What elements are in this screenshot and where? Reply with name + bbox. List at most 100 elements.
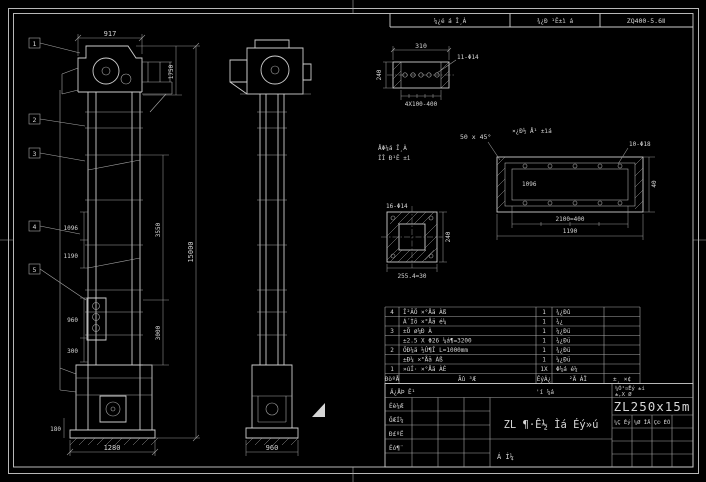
takeup-frame bbox=[99, 395, 127, 423]
head-shaft-side bbox=[270, 65, 280, 75]
bom-mat: ¾¿Ðü bbox=[556, 347, 571, 354]
bom-no: 2 bbox=[390, 347, 394, 354]
model-number: ZL250x15m bbox=[614, 399, 691, 414]
detail-b: ÅΦ¼á Î¸À ÍÎ Ð¹Ê ±ì ¤¿Ð½ Å¹ ±ìá 50 x 45° … bbox=[378, 128, 658, 240]
discharge-chute bbox=[61, 67, 79, 95]
ground-hatch-side bbox=[245, 437, 299, 446]
bom-qty: 1 bbox=[542, 338, 546, 345]
tb-mid-note: 'í ¼á bbox=[536, 389, 554, 396]
callout-5: 5 bbox=[33, 266, 37, 274]
takeup-pulley bbox=[105, 401, 121, 417]
casing-walls-side bbox=[259, 94, 285, 365]
tb-sig-draw: ÖÆÍ¼ bbox=[389, 416, 404, 424]
head-shaft bbox=[101, 66, 111, 76]
header-cell-1: ¼¿é á Î¸À bbox=[434, 18, 467, 25]
dim-300: 300 bbox=[67, 348, 78, 355]
tb-sig-design: Éè¼Æ bbox=[389, 402, 404, 410]
header-strip: ¼¿é á Î¸À ¾¿Ð ¹Ê±ì á ZQ400-5.6Ⅱ bbox=[389, 13, 693, 28]
dim-240-a: 240 bbox=[376, 69, 383, 80]
dim-255: 255.4=30 bbox=[398, 273, 427, 280]
casing-break-lines bbox=[87, 159, 141, 269]
bom-qty: 1 bbox=[542, 357, 546, 364]
dim-2100-400: 2100=400 bbox=[556, 216, 585, 223]
callout-2: 2 bbox=[33, 116, 37, 124]
bom-desc: Î²ÂÖ ×°Åä Àß bbox=[403, 309, 447, 316]
dim-3550: 3550 bbox=[155, 222, 162, 237]
bom-qty: 1 bbox=[542, 309, 546, 316]
bom-qty: 1 bbox=[542, 319, 546, 326]
dim-40-b: 40 bbox=[651, 180, 658, 188]
bom-header-name: Ãû ³Æ bbox=[458, 376, 476, 383]
tb-sig-approve: Éó¶¨ bbox=[389, 444, 403, 452]
callout-1: 1 bbox=[33, 40, 37, 48]
tb-bottom-label: Á Í¼ bbox=[497, 452, 514, 461]
bom-qty: 1 bbox=[542, 347, 546, 354]
bom-desc: ±Õ ø¼Ð À bbox=[403, 328, 432, 335]
casing-flanges-side bbox=[257, 111, 287, 336]
front-view-dimensions: 917 1750 3550 3000 15000 1096 1190 960 3… bbox=[50, 30, 200, 456]
dim-960: 960 bbox=[67, 317, 78, 324]
bom-header-rem: ±¸ ×¢ bbox=[613, 376, 631, 383]
dim-917: 917 bbox=[104, 30, 117, 38]
front-view bbox=[59, 45, 173, 446]
takeup-shaft bbox=[110, 406, 116, 412]
boot-section bbox=[75, 364, 153, 431]
base-plate bbox=[69, 429, 156, 439]
tb-right-row: ¼Ç Êý ¼Ø ÎÄ Ç© ÈÕ bbox=[614, 418, 670, 426]
ground-hatch bbox=[69, 437, 159, 446]
header-drawing-no: ZQ400-5.6Ⅱ bbox=[627, 17, 665, 25]
dim-1190: 1190 bbox=[64, 253, 79, 260]
bom-desc: ±2.5 X Φ26 ¼á¶=3200 bbox=[403, 338, 472, 345]
bom-desc: ÖÐ¼ä ½Ú¶Î L=1000mm bbox=[403, 347, 468, 354]
plate-1096: 1096 bbox=[522, 181, 537, 188]
dim-310: 310 bbox=[415, 42, 427, 50]
bom-mat: ¼¿Ðü bbox=[556, 328, 571, 335]
bom-desc: »úÍ· ×°Åä ÀÉ bbox=[403, 365, 447, 373]
bucket-chain-link bbox=[92, 324, 100, 332]
dim-1280: 1280 bbox=[104, 444, 121, 452]
dim-4x100: 4X100-400 bbox=[405, 101, 438, 108]
header-cell-2: ¾¿Ð ¹Ê±ì á bbox=[537, 17, 574, 25]
bom-no: 1 bbox=[390, 366, 394, 373]
holes-11-d14: 11-Φ14 bbox=[457, 54, 479, 61]
holes-10-d18: 10-Φ18 bbox=[629, 141, 651, 148]
chamfer-50x45: 50 x 45° bbox=[460, 133, 491, 141]
bom-mat: ¼¿Ðü bbox=[556, 357, 571, 364]
part-callouts: 1 2 3 4 5 bbox=[28, 37, 87, 301]
boot-internal-lines bbox=[76, 377, 152, 396]
head-pulley bbox=[92, 57, 120, 85]
dim-1190-b: 1190 bbox=[563, 228, 578, 235]
detail-b-note: ¤¿Ð½ Å¹ ±ìá bbox=[512, 128, 552, 135]
bom-desc: Á´Ìõ ×°Åä é¼ bbox=[403, 319, 447, 326]
tb-top-note: Ä¿ÅÞ Ê¹ bbox=[390, 388, 415, 396]
dim-240-c: 240 bbox=[445, 231, 452, 242]
bom-mat: Φ¼á é¼ bbox=[556, 366, 578, 373]
title-block: Ä¿ÅÞ Ê¹ 'í ¼á ¼Ó¹¤Êý ±í ±,X Ø ZL250x15m … bbox=[384, 383, 694, 468]
drive-sprocket bbox=[120, 73, 132, 85]
bucket-chain-link bbox=[92, 313, 100, 321]
bom-no: 4 bbox=[390, 309, 394, 316]
base-plate-side bbox=[245, 427, 299, 439]
detail-b-label-1: ÅΦ¼á Î¸À bbox=[378, 145, 407, 152]
bom-mat: ¾¿Ðû bbox=[556, 309, 571, 316]
dim-15000: 15000 bbox=[187, 241, 195, 262]
bom-header-mat: ²Ä ÁÏ bbox=[569, 376, 587, 383]
bom-table: 4 Î²ÂÖ ×°Åä Àß 1 ¾¿Ðû Á´Ìõ ×°Åä é¼ 1 ¾¿ … bbox=[384, 306, 641, 384]
head-housing bbox=[77, 45, 143, 93]
dim-960-side: 960 bbox=[266, 444, 279, 452]
detail-a: 310 11-Φ14 4X100-400 240 bbox=[376, 42, 479, 108]
bucket-chain-link bbox=[92, 302, 100, 310]
detail-b-label-2: ÍÎ Ð¹Ê ±ì bbox=[378, 154, 411, 162]
bom-qty: 1X bbox=[540, 366, 548, 373]
bom-qty: 1 bbox=[542, 328, 546, 335]
bom-desc: ±Ð¼ ×°Åä Àß bbox=[403, 357, 443, 364]
bom-mat: ¾¿ bbox=[556, 319, 563, 326]
bom-no: 3 bbox=[390, 328, 394, 335]
section-cut-mark bbox=[312, 403, 325, 417]
head-pulley-side bbox=[260, 55, 290, 85]
drawing-title: ZL ¶·Ê½ Ìá Éý»ú bbox=[504, 418, 599, 431]
